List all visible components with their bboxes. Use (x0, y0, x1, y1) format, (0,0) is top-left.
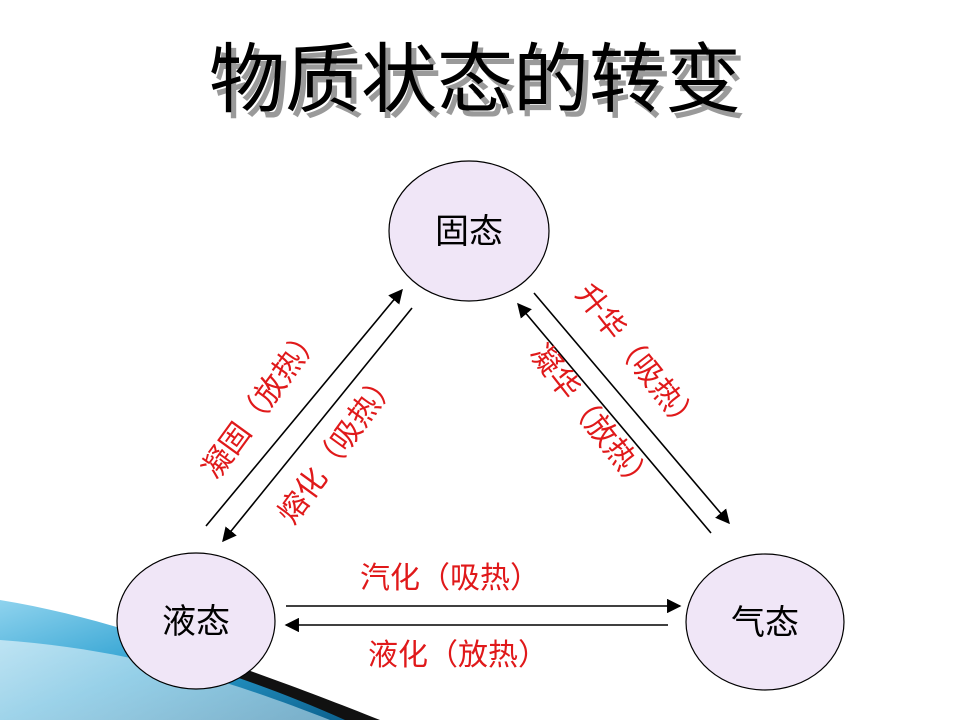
page-title: 物质状态的转变 (209, 35, 741, 124)
node-liquid-label: 液态 (162, 602, 230, 642)
label-vaporization: 汽化（吸热） (360, 561, 540, 596)
arrow-melting (222, 307, 413, 543)
page-title-shadow: 物质状态的转变 (214, 41, 746, 130)
label-liquefaction: 液化（放热） (368, 638, 548, 673)
arrow-sublimation (533, 292, 730, 525)
arrow-desublimation (517, 302, 712, 534)
node-solid-label: 固态 (435, 212, 503, 252)
node-solid: 固态 (388, 160, 550, 302)
node-gas: 气态 (685, 553, 845, 691)
node-gas-label: 气态 (731, 603, 799, 643)
arrow-solidification (205, 288, 403, 527)
node-liquid: 液态 (116, 552, 276, 690)
